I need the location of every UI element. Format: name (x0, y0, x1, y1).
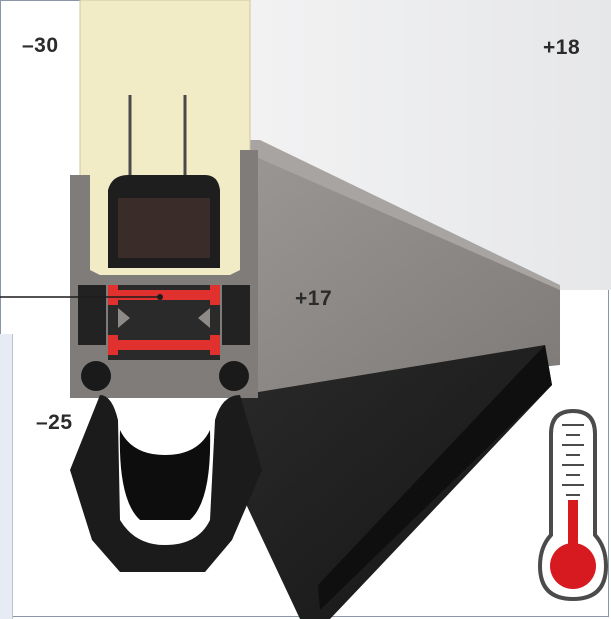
aluminium-rail (240, 150, 560, 398)
temp-label-bottom-left: –25 (36, 411, 73, 434)
rubber-sweep-edge (318, 345, 552, 610)
bulb-seal (70, 395, 262, 572)
door-panel (250, 0, 611, 290)
temp-label-top-right: +18 (543, 36, 581, 59)
temp-label-top-left: –30 (22, 34, 59, 57)
thermal-break (108, 285, 220, 355)
side-panel (0, 334, 13, 619)
rubber-sweep (230, 345, 552, 619)
thermometer-icon (537, 408, 609, 602)
temp-label-middle: +17 (295, 287, 333, 310)
